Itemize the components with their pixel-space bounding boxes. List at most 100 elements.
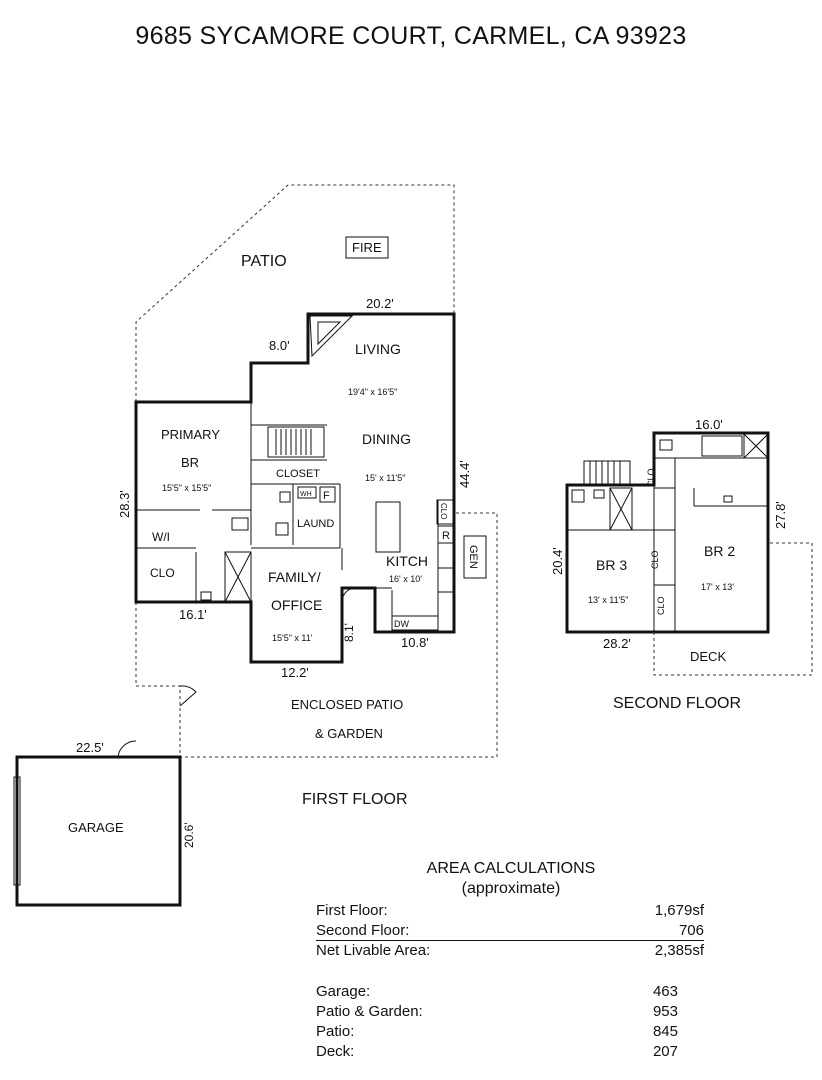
interior-partitions (136, 363, 392, 602)
shower (224, 551, 252, 603)
enclosed-patio-outline (135, 512, 498, 758)
area-row: Patio & Garden: 953 (316, 1003, 704, 1023)
door-swing-garage (117, 740, 137, 758)
laund-label: LAUND (297, 518, 334, 530)
dim-sf-bottom: 28.2' (603, 636, 631, 651)
area-subheading: (approximate) (461, 880, 561, 897)
fireplace-corner (309, 315, 354, 358)
toilet-powder (279, 491, 291, 503)
area-row-value: 953 (652, 1003, 678, 1020)
living-label: LIVING (355, 341, 401, 357)
f-label: F (323, 490, 330, 502)
area-row-value: 463 (652, 983, 678, 1000)
second-floor-labels: BR 3 13' x 11'5" BR 2 17' x 13' CLO CLO … (588, 468, 741, 712)
first-floor-label: FIRST FLOOR (302, 791, 408, 808)
primary-br-label-1: PRIMARY (161, 427, 220, 442)
toilet-laund (275, 522, 289, 536)
br3-label: BR 3 (596, 557, 627, 573)
area-row-value: 2,385sf (654, 942, 704, 959)
area-row-label: Deck: (316, 1043, 355, 1060)
area-row-value: 706 (678, 922, 704, 939)
second-floor-partitions (567, 433, 769, 633)
page-title: 9685 SYCAMORE COURT, CARMEL, CA 93923 (135, 22, 687, 50)
fireplace-corner-inner (317, 321, 342, 346)
patio-outline (135, 184, 455, 402)
garage-walls (15, 755, 182, 907)
dining-label: DINING (362, 431, 411, 447)
area-row-label: Patio & Garden: (316, 1003, 423, 1020)
area-row-value: 845 (652, 1023, 678, 1040)
br2-dim: 17' x 13' (701, 582, 734, 592)
dim-bottom-mid: 12.2' (281, 665, 309, 680)
area-row-label: First Floor: (316, 902, 388, 919)
deck-outline (653, 542, 813, 676)
staircase-second (583, 460, 631, 486)
dim-sf-left: 20.4' (550, 547, 565, 575)
primary-br-label-2: BR (181, 455, 199, 470)
area-row: Second Floor: 706 (316, 922, 704, 941)
dim-kitchen-bottom: 10.8' (401, 635, 429, 650)
dim-step: 8.0' (269, 338, 290, 353)
gen-label: GEN (467, 545, 479, 569)
first-floor-labels: PATIO FIRE LIVING 19'4" x 16'5" DINING 1… (68, 240, 479, 835)
area-row-label: Garage: (316, 983, 371, 1000)
kitch-label: KITCH (386, 553, 428, 569)
br3-dim: 13' x 11'5" (588, 595, 629, 605)
area-heading: AREA CALCULATIONS (426, 860, 596, 877)
kitch-dim: 16' x 10' (389, 574, 422, 584)
area-row-value: 207 (652, 1043, 678, 1060)
dim-family-step: 8.1' (342, 623, 356, 642)
area-row: Deck: 207 (316, 1043, 704, 1063)
dining-dim: 15' x 11'5" (365, 473, 406, 483)
dishwasher-box (391, 615, 439, 631)
furnace-box (319, 486, 336, 503)
enclosed-patio-label-1: ENCLOSED PATIO (291, 697, 403, 712)
clo1-label: CLO (646, 468, 656, 487)
area-row-label: Patio: (316, 1023, 355, 1040)
enclosed-patio-label-2: & GARDEN (315, 726, 383, 741)
garage-door (13, 776, 21, 886)
dim-bottom-left: 16.1' (179, 607, 207, 622)
dw-label: DW (394, 619, 409, 629)
generator-box (463, 535, 487, 579)
clo2-label: CLO (650, 550, 660, 569)
closet-label: CLOSET (276, 468, 320, 480)
clo-label: CLO (150, 566, 175, 580)
area-row-label: Net Livable Area: (316, 942, 431, 959)
area-row: Patio: 845 (316, 1023, 704, 1043)
area-row: First Floor: 1,679sf (316, 902, 704, 922)
water-heater-box (297, 486, 317, 499)
dim-sf-right: 27.8' (773, 501, 788, 529)
dim-garage-top: 22.5' (76, 740, 104, 755)
first-floor-exterior-walls (134, 312, 456, 664)
range (437, 567, 454, 593)
area-row-label: Second Floor: (316, 922, 410, 939)
toilet (231, 517, 249, 531)
refrigerator (437, 525, 454, 544)
wh-label: WH (300, 491, 312, 498)
second-floor-dimensions: 16.0' 27.8' 20.4' 28.2' (550, 417, 788, 651)
patio-label: PATIO (241, 253, 287, 270)
dim-right: 44.4' (457, 460, 472, 488)
living-dim: 19'4" x 16'5" (348, 387, 397, 397)
sink (200, 591, 212, 601)
door-swing-patio (179, 685, 197, 707)
garage-label: GARAGE (68, 820, 124, 835)
clo-kitchen-label: CLO (439, 503, 448, 519)
family-dim: 15'5" x 11' (272, 633, 313, 643)
dim-top: 20.2' (366, 296, 394, 311)
wi-label: W/I (152, 530, 170, 544)
first-floor-dimensions: 20.2' 8.0' 44.4' 28.3' 16.1' 12.2' 10.8'… (76, 296, 472, 848)
primary-br-dim: 15'5" x 15'5" (162, 483, 211, 493)
staircase (275, 429, 312, 455)
kitchen-closet (436, 499, 454, 525)
second-floor-label: SECOND FLOOR (613, 695, 741, 712)
deck-label: DECK (690, 649, 726, 664)
family-label-1: FAMILY/ (268, 569, 321, 585)
dim-sf-top: 16.0' (695, 417, 723, 432)
fire-label: FIRE (352, 240, 382, 255)
fireplace-box (345, 236, 389, 259)
family-label-2: OFFICE (271, 597, 322, 613)
dim-garage-right: 20.6' (182, 822, 196, 848)
